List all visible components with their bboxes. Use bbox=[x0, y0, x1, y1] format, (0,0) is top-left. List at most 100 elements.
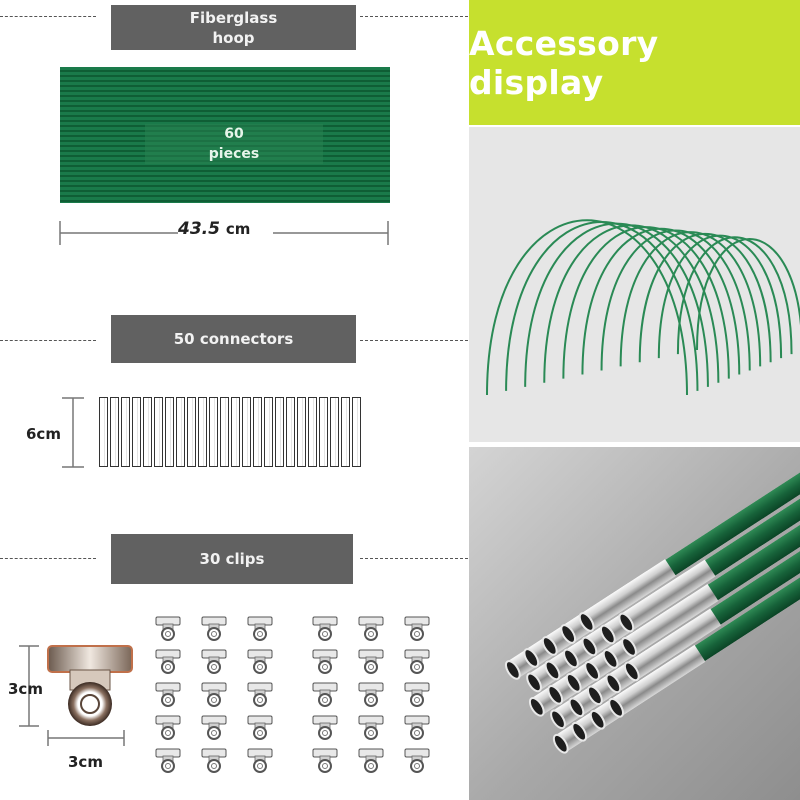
tube-opening bbox=[547, 685, 564, 705]
steel-sleeve bbox=[620, 559, 716, 631]
hoop-arch bbox=[562, 226, 730, 379]
divider-dash bbox=[0, 340, 96, 341]
tube-opening bbox=[550, 709, 566, 730]
connector-tube bbox=[253, 397, 262, 467]
connector-tube bbox=[165, 397, 174, 467]
hoop-count-badge: 60 pieces bbox=[145, 124, 323, 164]
tube-opening bbox=[568, 697, 585, 718]
connector-tube bbox=[231, 397, 240, 467]
clip-height-label: 3cm bbox=[8, 680, 43, 698]
hoop-title-bar: Fiberglass hoop bbox=[111, 5, 356, 50]
clip-height-dimension bbox=[19, 645, 39, 727]
connector-tube bbox=[341, 397, 350, 467]
hoop-arch bbox=[581, 227, 741, 375]
connectors-title-bar: 50 connectors bbox=[111, 315, 356, 363]
mini-clip bbox=[155, 748, 181, 773]
steel-sleeve bbox=[626, 608, 722, 680]
hoop-arch bbox=[619, 231, 762, 367]
hoop-arch bbox=[524, 222, 709, 387]
clips-title: 30 clips bbox=[199, 550, 265, 568]
mini-clip bbox=[358, 715, 384, 740]
tube-opening bbox=[621, 637, 637, 657]
tube-opening bbox=[581, 636, 598, 657]
connector-tube bbox=[198, 397, 207, 467]
connector-tube bbox=[121, 397, 130, 467]
clip-width-label: 3cm bbox=[68, 753, 103, 771]
mini-clip bbox=[201, 748, 227, 773]
hoop-tunnel-photo bbox=[469, 127, 800, 442]
tube-opening bbox=[602, 649, 619, 669]
hoop-title: Fiberglass hoop bbox=[189, 8, 278, 47]
mini-clip bbox=[247, 616, 273, 641]
mini-clip bbox=[201, 715, 227, 740]
green-rod bbox=[686, 509, 800, 667]
connector-tube bbox=[319, 397, 328, 467]
mini-clip bbox=[404, 748, 430, 773]
tube-opening bbox=[571, 721, 588, 742]
tube-opening bbox=[608, 697, 624, 718]
hoop-count-number: 60 bbox=[224, 126, 244, 142]
mini-clip bbox=[404, 649, 430, 674]
connector-tube bbox=[297, 397, 306, 467]
mini-clip bbox=[404, 682, 430, 707]
tube-opening bbox=[623, 661, 640, 682]
connector-tube bbox=[209, 397, 218, 467]
connector-tube bbox=[110, 397, 119, 467]
tube-closeup-illustration bbox=[504, 447, 800, 754]
clips-title-bar: 30 clips bbox=[111, 534, 353, 584]
tube-opening bbox=[618, 612, 635, 633]
hoop-count-unit: pieces bbox=[208, 146, 260, 162]
tube-opening bbox=[599, 624, 616, 645]
tube-opening bbox=[587, 685, 603, 706]
mini-clip bbox=[247, 748, 273, 773]
mini-clip bbox=[312, 715, 338, 740]
connector-height-dimension bbox=[62, 397, 84, 468]
tube-opening bbox=[544, 660, 561, 681]
tube-opening bbox=[563, 648, 579, 669]
tube-opening bbox=[560, 624, 577, 644]
hoop-arch bbox=[486, 219, 688, 396]
mini-clip bbox=[247, 682, 273, 707]
divider-dash bbox=[360, 16, 468, 17]
connector-tube bbox=[275, 397, 284, 467]
mini-clip bbox=[312, 649, 338, 674]
hoop-length-dimension bbox=[59, 221, 389, 245]
tube-opening bbox=[504, 660, 521, 680]
tube-opening bbox=[565, 673, 582, 693]
steel-sleeve bbox=[623, 584, 719, 656]
clip-grid-image bbox=[155, 616, 430, 773]
divider-dash bbox=[0, 16, 96, 17]
mini-clip bbox=[404, 715, 430, 740]
tube-opening bbox=[552, 733, 569, 754]
steel-sleeve bbox=[610, 644, 706, 717]
divider-dash bbox=[360, 340, 468, 341]
mini-clip bbox=[201, 649, 227, 674]
green-rod bbox=[702, 473, 800, 630]
mini-clip bbox=[201, 616, 227, 641]
connector-tube bbox=[286, 397, 295, 467]
hoop-tunnel-illustration bbox=[486, 219, 800, 396]
tube-opening bbox=[584, 661, 601, 681]
green-rod bbox=[657, 447, 800, 581]
hoop-length-label: 43.5 cm bbox=[178, 219, 278, 239]
connector-tube bbox=[187, 397, 196, 467]
mini-clip bbox=[312, 748, 338, 773]
tube-opening bbox=[526, 672, 542, 693]
tube-connector-closeup-photo bbox=[469, 447, 800, 800]
hoop-arch bbox=[676, 236, 793, 355]
hoop-arch bbox=[696, 238, 800, 351]
mini-clip bbox=[312, 682, 338, 707]
mini-clip bbox=[358, 649, 384, 674]
connector-tube bbox=[154, 397, 163, 467]
mini-clip bbox=[358, 616, 384, 641]
tube-opening bbox=[578, 612, 595, 632]
divider-dash bbox=[0, 558, 96, 559]
connectors-title: 50 connectors bbox=[173, 330, 294, 348]
mini-clip bbox=[201, 682, 227, 707]
mini-clip bbox=[155, 649, 181, 674]
connector-tube bbox=[176, 397, 185, 467]
connector-tube bbox=[330, 397, 339, 467]
tube-opening bbox=[605, 673, 622, 694]
hoop-arch bbox=[505, 220, 699, 391]
divider-dash bbox=[360, 558, 468, 559]
